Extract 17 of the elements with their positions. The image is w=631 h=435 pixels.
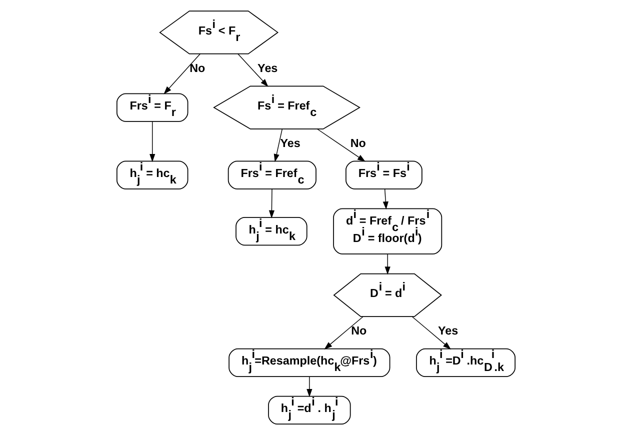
edge-label: Yes bbox=[280, 137, 300, 150]
arrow bbox=[384, 254, 390, 275]
edge-label: No bbox=[350, 137, 366, 150]
arrow bbox=[268, 188, 274, 218]
edge-label: Yes bbox=[257, 62, 278, 76]
edge-label: Yes bbox=[438, 324, 458, 338]
arrow bbox=[163, 54, 200, 94]
arrow bbox=[273, 128, 282, 162]
arrow bbox=[324, 316, 363, 350]
edge-label: No bbox=[189, 62, 205, 76]
arrow bbox=[382, 188, 388, 210]
arrow bbox=[306, 376, 312, 398]
edge-label: No bbox=[350, 324, 366, 338]
arrow bbox=[316, 128, 365, 162]
arrow bbox=[237, 54, 268, 87]
arrow bbox=[149, 121, 155, 162]
arrow bbox=[411, 316, 451, 350]
